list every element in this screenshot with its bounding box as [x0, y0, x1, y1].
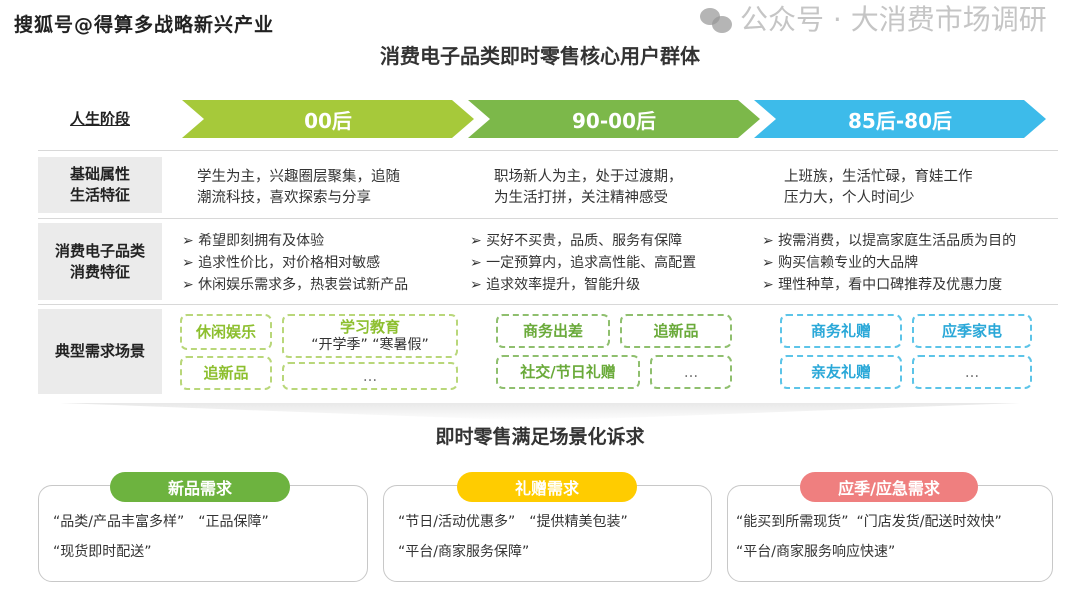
- text-line: 学生为主，兴趣圈层聚集，追随: [197, 169, 400, 185]
- wechat-icon: [700, 6, 734, 34]
- scene-tag: 社交/节日礼赠: [496, 355, 640, 389]
- scene-tag: 追新品: [620, 314, 732, 348]
- scene-tag: 追新品: [180, 356, 272, 390]
- divider: [38, 304, 1058, 305]
- row-label-scene: 典型需求场景: [38, 309, 162, 394]
- text-line: 上班族，生活忙碌，育娃工作: [784, 169, 973, 185]
- consumption-85: ➢ 按需消费，以提高家庭生活品质为目的 ➢ 购买信赖专业的大品牌 ➢ 理性种草，看中…: [762, 230, 1016, 296]
- bullet: ➢ 理性种草，看中口碑推荐及优惠力度: [762, 277, 1003, 293]
- scene-tag: 商务礼赠: [780, 314, 902, 348]
- stage-arrow-00: 00后: [182, 100, 474, 138]
- text-line: 为生活打拼，关注精神感受: [494, 190, 668, 206]
- bullet: ➢ 买好不买贵，品质、服务有保障: [470, 233, 683, 249]
- row-label-stage: 人生阶段: [69, 109, 130, 128]
- pill-new: 新品需求: [110, 472, 290, 502]
- label-line: 消费特征: [69, 262, 130, 281]
- bullet: ➢ 一定预算内，追求高性能、高配置: [470, 255, 697, 271]
- need-box-new: “品类/产品丰富多样” “正品保障” “现货即时配送”: [38, 485, 368, 582]
- bullet: ➢ 购买信赖专业的大品牌: [762, 255, 919, 271]
- funnel-shade: [60, 403, 1020, 421]
- need-quote: “平台/商家服务响应快速”: [736, 544, 896, 560]
- need-quote: “门店发货/配送时效快”: [856, 514, 1002, 530]
- pill-gift: 礼赠需求: [457, 472, 637, 502]
- label-line: 基础属性: [69, 165, 130, 183]
- text-line: 压力大，个人时间少: [784, 190, 915, 206]
- need-quote: “能买到所需现货”: [736, 514, 849, 530]
- watermark-top: 搜狐号@得算多战略新兴产业: [14, 14, 275, 36]
- scene-tag: 亲友礼赠: [780, 355, 902, 389]
- section-subtitle: 即时零售满足场景化诉求: [435, 426, 645, 448]
- scene-tag: ...: [650, 355, 732, 389]
- bullet: ➢ 追求性价比，对价格相对敏感: [182, 255, 381, 271]
- row-label-consumption: 消费电子品类消费特征: [38, 223, 162, 300]
- divider: [38, 150, 1058, 151]
- attributes-85: 上班族，生活忙碌，育娃工作压力大，个人时间少: [784, 167, 973, 209]
- attributes-00: 学生为主，兴趣圈层聚集，追随潮流科技，喜欢探索与分享: [197, 167, 400, 209]
- page-title: 消费电子品类即时零售核心用户群体: [380, 44, 700, 68]
- bullet: ➢ 追求效率提升，智能升级: [470, 277, 641, 293]
- need-quote: “节日/活动优惠多”: [398, 514, 516, 530]
- scene-tag: 学习教育“开学季” “寒暑假”: [282, 314, 458, 358]
- row-label-attributes: 基础属性生活特征: [38, 157, 162, 213]
- scene-tag: 应季家电: [912, 314, 1032, 348]
- scene-tag: 商务出差: [496, 314, 610, 348]
- label-line: 消费电子品类: [54, 241, 145, 260]
- text-line: 潮流科技，喜欢探索与分享: [197, 190, 371, 206]
- scene-tag: 休闲娱乐: [180, 314, 272, 350]
- label-line: 生活特征: [69, 186, 130, 204]
- need-quote: “平台/商家服务保障”: [398, 544, 530, 560]
- tag-subtitle: “开学季” “寒暑假”: [311, 337, 429, 353]
- need-quote: “现货即时配送”: [53, 544, 152, 560]
- attributes-90: 职场新人为主，处于过渡期， 为生活打拼，关注精神感受: [494, 167, 683, 209]
- tag-title: 学习教育: [339, 318, 400, 336]
- stage-arrow-90-00: 90-00后: [468, 100, 760, 138]
- need-quote: “提供精美包装”: [529, 514, 628, 530]
- pill-seasonal: 应季/应急需求: [800, 472, 978, 502]
- stage-arrow-85-80: 85后-80后: [754, 100, 1046, 138]
- text-line: 职场新人为主，处于过渡期，: [494, 169, 683, 185]
- watermark-bottom: 公众号 · 大消费市场调研: [700, 4, 1047, 36]
- need-quote: “品类/产品丰富多样”: [53, 514, 185, 530]
- consumption-90: ➢ 买好不买贵，品质、服务有保障 ➢ 一定预算内，追求高性能、高配置 ➢ 追求效率提…: [470, 230, 696, 296]
- bullet: ➢ 按需消费，以提高家庭生活品质为目的: [762, 233, 1017, 249]
- need-quote: “正品保障”: [198, 514, 269, 530]
- watermark-text: 公众号 · 大消费市场调研: [740, 3, 1047, 36]
- scene-tag: ...: [912, 355, 1032, 389]
- consumption-00: ➢ 希望即刻拥有及体验 ➢ 追求性价比，对价格相对敏感 ➢ 休闲娱乐需求多，热衷尝试…: [182, 230, 408, 296]
- bullet: ➢ 休闲娱乐需求多，热衷尝试新产品: [182, 277, 409, 293]
- bullet: ➢ 希望即刻拥有及体验: [182, 233, 325, 249]
- divider: [38, 218, 1058, 219]
- scene-tag: ...: [282, 362, 458, 390]
